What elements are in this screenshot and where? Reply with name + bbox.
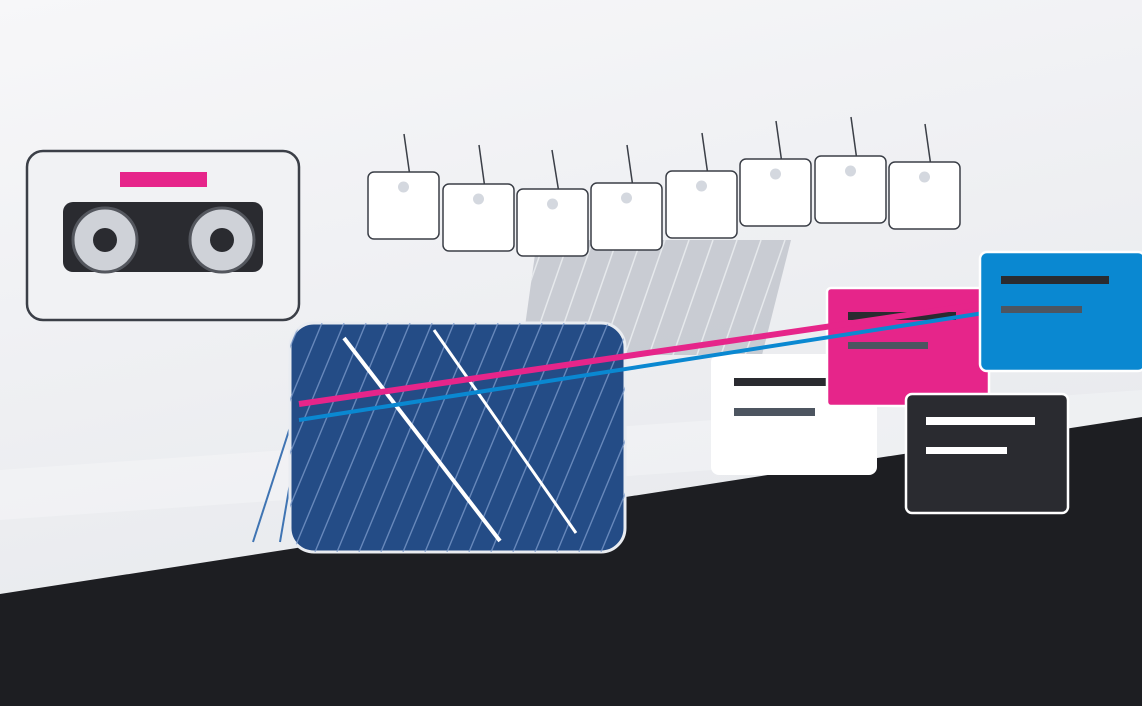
hatch-line: [380, 323, 477, 552]
tile-pin: [770, 168, 781, 180]
connector-line-icon: [298, 298, 1004, 422]
hatch-line: [292, 323, 389, 552]
tile-body: [516, 188, 589, 257]
blue-connector: [298, 308, 1004, 422]
tile-string: [701, 132, 709, 173]
hatch-line: [720, 240, 762, 355]
tile-string: [403, 133, 411, 174]
tile-pin: [696, 180, 707, 192]
hatch-line: [578, 323, 625, 552]
hanging-tile-icon: [739, 120, 812, 227]
hatch-line: [290, 323, 345, 552]
guide-line: [252, 417, 294, 543]
placeholder-line: [734, 378, 829, 386]
tile-body: [739, 158, 812, 227]
hatch-line: [672, 240, 714, 355]
hatch-line: [358, 323, 455, 552]
tile-body: [442, 183, 515, 252]
hatch-line: [446, 323, 543, 552]
pink-connector: [298, 298, 1004, 407]
hatch-line: [468, 323, 565, 552]
tile-body: [590, 182, 663, 251]
hatch-line: [424, 323, 521, 552]
tile-body: [665, 170, 738, 239]
cassette-reel-right-hub: [210, 228, 234, 252]
tile-string: [478, 144, 486, 186]
tile-string: [626, 144, 634, 185]
hatch-line: [696, 240, 738, 355]
tile-string: [924, 123, 932, 164]
tile-string: [551, 149, 560, 191]
cassette-label-strip: [120, 172, 207, 187]
tile-pin: [398, 181, 409, 193]
hanging-tile-icon: [665, 132, 738, 239]
hanging-tile-icon: [888, 123, 961, 230]
cassette-tape-icon: [25, 149, 301, 322]
tile-pin: [919, 171, 930, 183]
tile-pin: [547, 198, 558, 210]
placeholder-line: [848, 342, 928, 349]
text-card-icon: [904, 392, 1070, 515]
navy-diagonal-stroke: [432, 329, 578, 534]
placeholder-line: [734, 408, 815, 416]
tile-string: [775, 120, 783, 161]
text-card-icon: [978, 250, 1142, 373]
hanging-tile-row: [367, 116, 961, 257]
placeholder-line: [1001, 276, 1109, 284]
tile-pin: [845, 165, 856, 177]
placeholder-line: [1001, 306, 1082, 313]
hatch-line: [490, 323, 587, 552]
hatch-line: [290, 323, 367, 552]
hanging-tile-icon: [590, 144, 663, 251]
hanging-tile-icon: [814, 116, 887, 224]
hanging-tile-icon: [516, 149, 589, 257]
placeholder-line: [926, 447, 1007, 454]
hatch-line: [648, 240, 690, 355]
hatch-line: [290, 323, 323, 552]
cassette-reel-left-hub: [93, 228, 117, 252]
hatch-line: [534, 323, 625, 552]
placeholder-line: [926, 417, 1035, 425]
navy-diagonal-stroke: [342, 336, 502, 543]
tile-pin: [473, 193, 484, 205]
tile-body: [888, 161, 961, 230]
navy-panel-hatching: [290, 323, 625, 552]
hatch-line: [336, 323, 433, 552]
hanging-tile-icon: [367, 133, 440, 240]
hatch-line: [556, 323, 625, 552]
hatch-line: [624, 240, 666, 355]
hatch-line: [402, 323, 499, 552]
hatch-line: [314, 323, 411, 552]
hanging-tile-icon: [442, 144, 515, 252]
tile-pin: [621, 192, 632, 204]
tile-string: [850, 116, 858, 158]
dark-floor: [0, 417, 1142, 706]
tile-body: [367, 171, 440, 240]
tile-body: [814, 155, 887, 224]
hatch-line: [600, 323, 625, 552]
